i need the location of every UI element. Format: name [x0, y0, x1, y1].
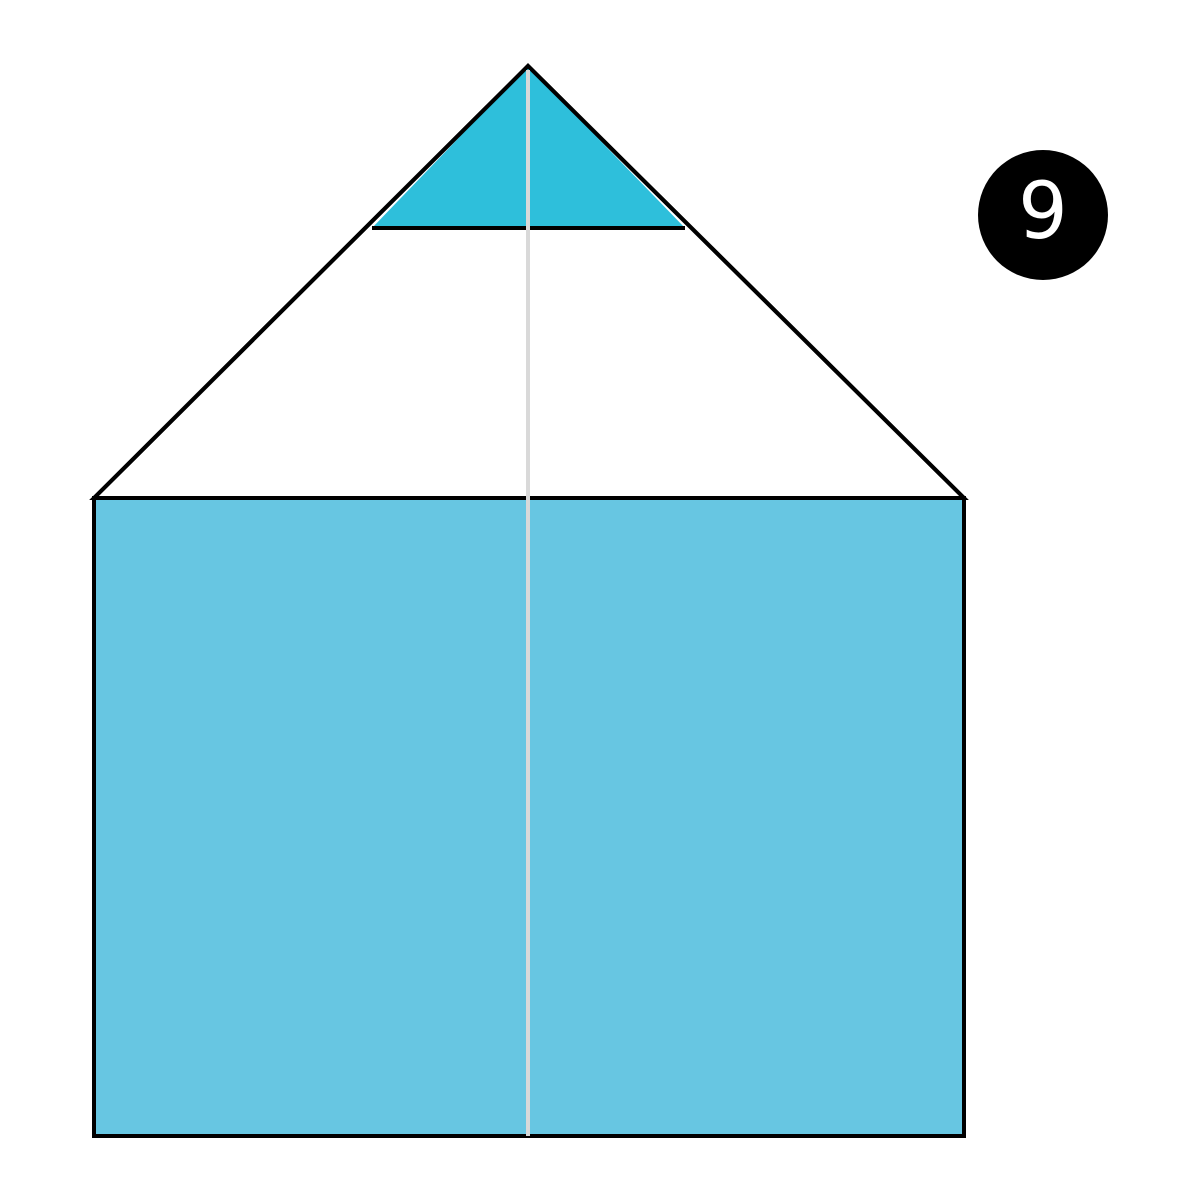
- roof-outline: [92, 63, 966, 500]
- numbered-circle-icon: 9: [978, 150, 1108, 280]
- step-number: 9: [1018, 167, 1068, 257]
